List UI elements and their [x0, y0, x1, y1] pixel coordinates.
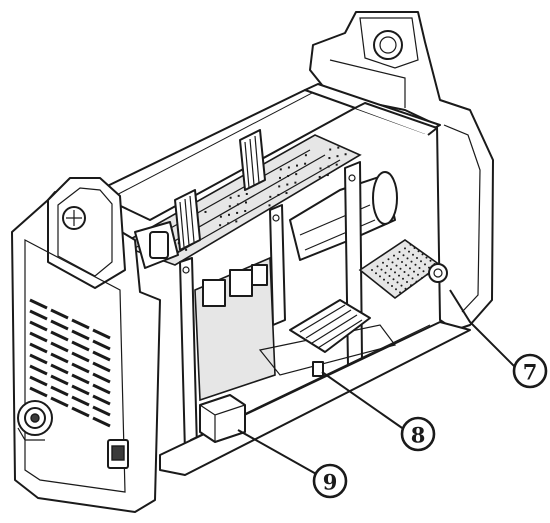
rear-end-frame [309, 11, 494, 331]
front-end-frame [11, 177, 161, 513]
callout-8-label: 8 [411, 423, 426, 448]
slotted-plate [289, 299, 371, 377]
power-switch [107, 439, 129, 469]
callout-9: 9 [237, 429, 348, 499]
perforated-plate [358, 239, 448, 300]
callout-8: 8 [321, 371, 436, 452]
front-connector [17, 400, 53, 441]
capacitor-block [134, 221, 179, 269]
lower-pcb [194, 256, 276, 402]
heatsink [174, 129, 266, 251]
front-vent-grille [29, 298, 111, 428]
callout-7-label: 7 [523, 360, 538, 385]
callout-9-label: 9 [323, 470, 338, 495]
component-box [199, 394, 246, 443]
callout-7: 7 [449, 289, 548, 389]
